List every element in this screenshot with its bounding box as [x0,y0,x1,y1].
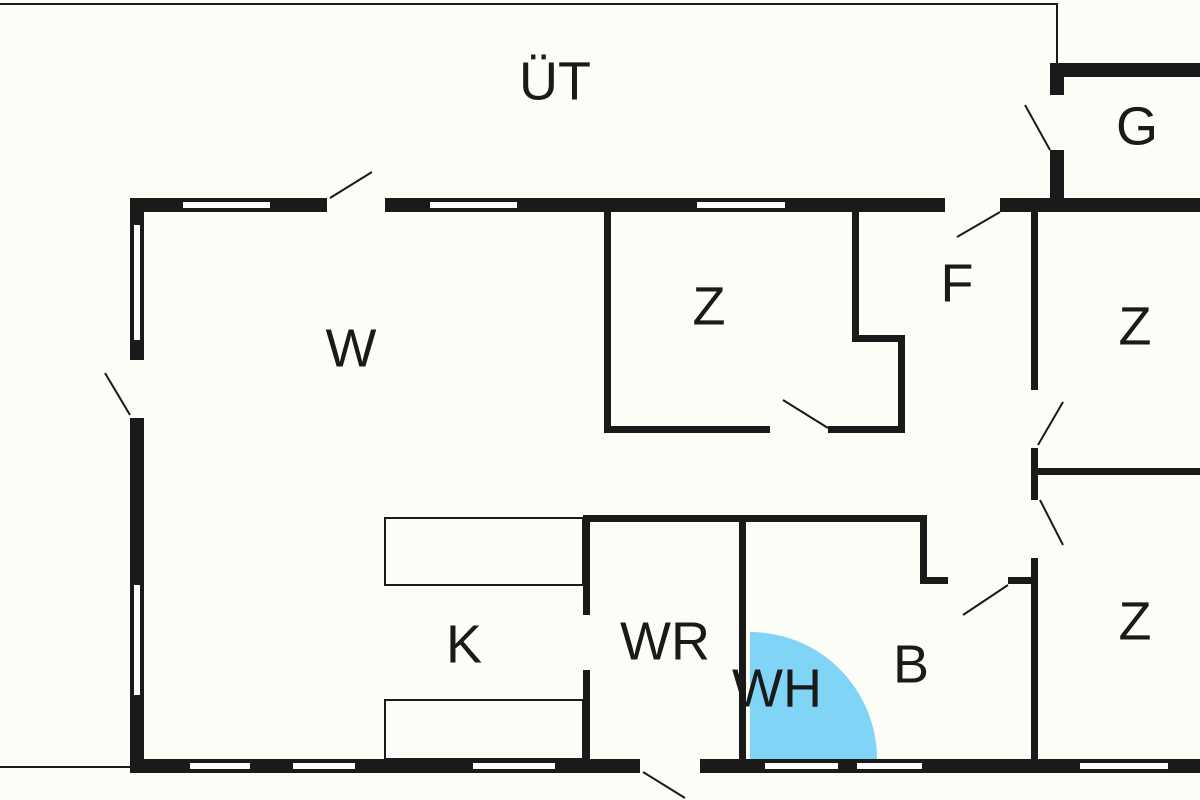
window [1080,763,1168,769]
window [183,202,270,208]
whirlpool-tub [750,632,877,759]
wall-interior [604,205,611,433]
wall-interior [604,426,770,433]
wall-interior [583,515,927,522]
door-swing [1039,499,1064,546]
room-label-living: W [326,318,377,378]
room-label-whirlpool: WH [732,658,822,718]
kitchen-counter [384,699,584,760]
garage-wall [1050,150,1064,205]
door-swing [1037,401,1064,446]
window [293,763,355,769]
terrace-outline [0,3,1058,66]
wall-interior [1031,558,1038,766]
wall-interior [739,515,746,766]
wall-interior [1008,577,1034,584]
window [765,763,838,769]
door-swing [782,399,829,429]
garage-wall [1050,63,1064,95]
wall-interior [1031,468,1200,475]
window [430,202,517,208]
window [134,225,140,340]
window [697,202,785,208]
wall-interior [852,335,905,342]
room-label-hall: F [941,253,974,313]
wall-interior [583,515,590,615]
door-swing [1024,104,1051,151]
door-swing [104,372,131,416]
window [190,763,250,769]
wall-interior [1031,205,1038,390]
wall-top [1000,198,1200,212]
wall-interior [920,515,927,583]
room-label-kitchen: K [446,614,482,674]
window [857,763,922,769]
wall-interior [852,205,859,342]
door-swing [962,584,1009,616]
wall-interior [920,577,948,584]
wall-bottom [130,759,640,773]
window [134,585,140,695]
room-label-bedroom-1: Z [693,276,726,336]
door-swing [956,211,1001,238]
wall-bottom [700,759,1200,773]
wall-top [385,198,945,212]
room-label-outdoor: ÜT [519,51,591,111]
wall-interior [898,335,905,433]
window [473,763,555,769]
room-label-toilet: WR [620,611,710,671]
door-swing [642,771,686,799]
room-label-bedroom-2: Z [1119,296,1152,356]
kitchen-counter [384,517,584,586]
wall-interior [583,670,590,766]
door-swing [329,171,373,199]
room-label-bedroom-3: Z [1119,591,1152,651]
garage-wall [1050,63,1200,77]
room-label-garage: G [1116,96,1158,156]
wall-interior [828,426,905,433]
room-label-bathroom: B [893,634,929,694]
